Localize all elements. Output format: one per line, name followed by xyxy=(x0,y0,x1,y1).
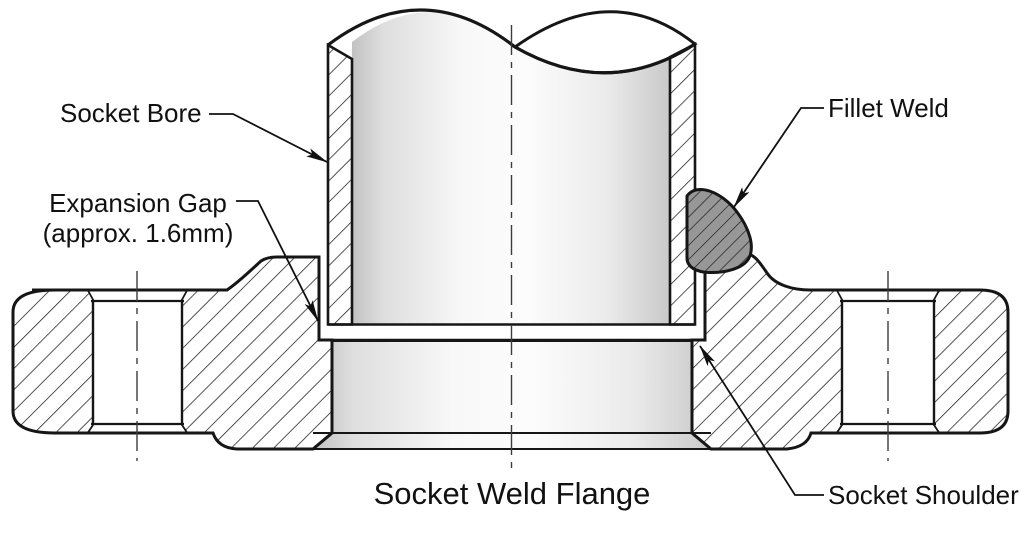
pipe-interior xyxy=(352,12,670,325)
label-socket-bore: Socket Bore xyxy=(60,98,202,128)
leader-fillet-weld xyxy=(733,107,824,208)
label-socket-shoulder: Socket Shoulder xyxy=(828,480,1019,510)
label-fillet-weld: Fillet Weld xyxy=(828,93,949,123)
pipe-wall-right xyxy=(668,41,697,326)
pipe-break-line xyxy=(327,8,696,75)
label-expansion-gap: Expansion Gap (approx. 1.6mm) xyxy=(36,188,240,248)
leader-socket-bore xyxy=(209,113,328,163)
fillet-weld-shape xyxy=(685,187,753,275)
diagram-title: Socket Weld Flange xyxy=(373,476,651,511)
leader-socket-shoulder xyxy=(699,345,824,496)
label-expansion-gap-line1: Expansion Gap xyxy=(49,188,227,218)
label-expansion-gap-line2: (approx. 1.6mm) xyxy=(42,218,234,248)
leader-expansion-gap xyxy=(236,200,319,322)
pipe-wall-left xyxy=(326,42,354,326)
